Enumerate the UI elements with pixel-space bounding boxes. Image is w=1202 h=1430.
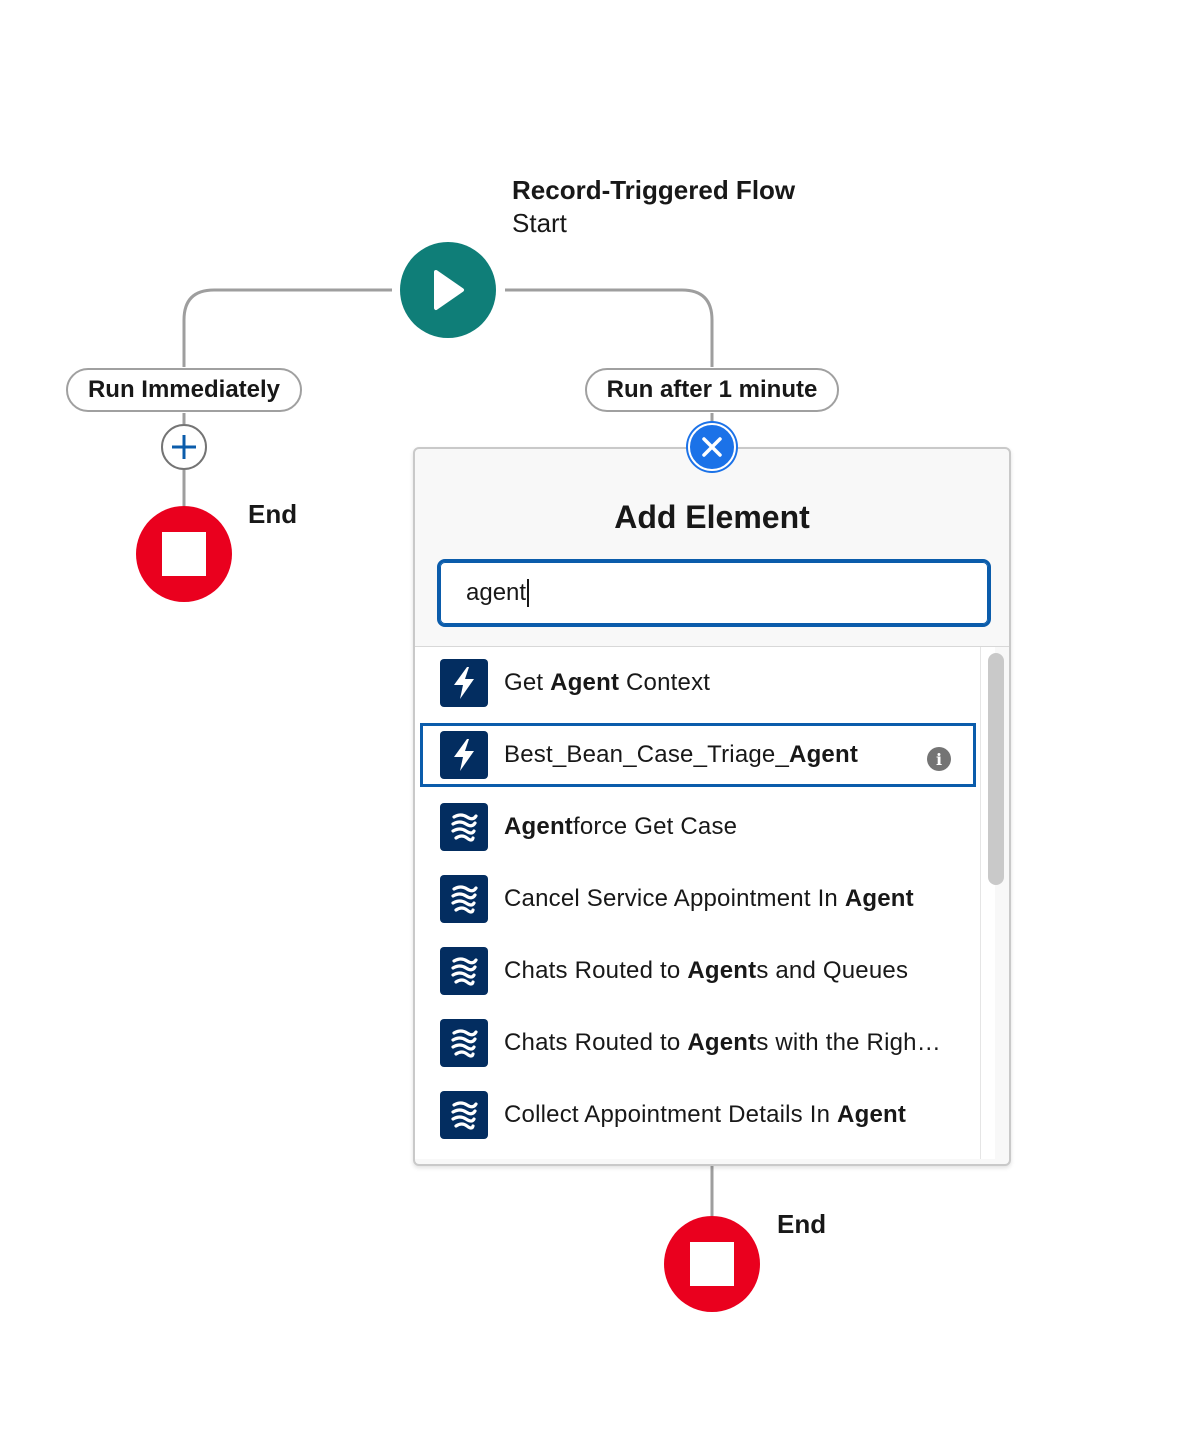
flow-icon [440,875,488,923]
flow-icon [440,947,488,995]
panel-divider [415,646,1009,647]
label-text: Context [619,669,711,696]
scrollbar-thumb[interactable] [988,653,1004,885]
action-bolt-icon [440,659,488,707]
start-node-subtitle: Start [512,208,567,238]
connector-start-right [505,288,714,367]
flow-icon [440,1091,488,1139]
flow-icon [440,803,488,851]
result-item[interactable]: Best_Bean_Case_Triage_Agent i [420,723,976,787]
label-text: Collect Appointment Details In [504,1101,838,1128]
result-item-label: Best_Bean_Case_Triage_Agent [504,741,858,769]
label-match: Agent [837,1101,907,1128]
start-node-title: Record-Triggered Flow [512,175,796,205]
result-item-label: Chats Routed to Agents and Queues [504,957,908,985]
end-label-left: End [248,499,298,529]
action-bolt-icon [440,731,488,779]
result-item[interactable]: Chats Routed to Agents with the Righ… [420,1011,976,1075]
result-item-label: Agentforce Get Case [504,813,737,841]
label-text: s with the Righ… [756,1029,941,1056]
result-item[interactable]: Collect Appointment Details In Agent [420,1083,976,1147]
result-item[interactable]: Agentforce Get Case [420,795,976,859]
close-panel-button[interactable] [688,423,736,471]
label-match: Agent [687,957,757,984]
result-item[interactable]: Chats Routed to Agents and Queues [420,939,976,1003]
label-text: Chats Routed to [504,957,688,984]
label-text: Best_Bean_Case_Triage_ [504,741,790,768]
path-run-after-1-minute[interactable]: Run after 1 minute [585,368,839,412]
result-item[interactable]: Get Agent Context [420,651,976,715]
search-input[interactable]: agent [437,559,991,627]
stop-icon [690,1242,734,1286]
label-match: Agent [504,813,573,840]
stop-icon [162,532,206,576]
end-node-left[interactable] [136,506,232,602]
label-text: Cancel Service Appointment In [504,885,845,912]
result-item-label: Chats Routed to Agents with the Righ… [504,1029,941,1057]
close-icon [702,437,722,457]
result-item-label: Collect Appointment Details In Agent [504,1101,906,1129]
result-item[interactable]: Cancel Service Appointment In Agent [420,867,976,931]
info-icon[interactable]: i [927,747,951,771]
start-node[interactable] [400,242,496,338]
end-node-right[interactable] [664,1216,760,1312]
plus-icon [172,435,196,459]
result-item-label: Cancel Service Appointment In Agent [504,885,914,913]
connector-start-left [182,288,392,367]
play-icon [434,270,464,310]
label-text: s and Queues [756,957,909,984]
search-input-value: agent [466,579,527,606]
flow-icon [440,1019,488,1067]
add-element-button[interactable] [161,424,207,470]
scrollbar-track [980,647,981,1159]
label-match: Agent [550,669,620,696]
path-run-immediately[interactable]: Run Immediately [66,368,302,412]
result-item-label: Get Agent Context [504,669,710,697]
text-cursor [527,579,530,607]
label-text: Get [504,669,551,696]
label-match: Agent [789,741,859,768]
label-text: force Get Case [573,813,738,840]
panel-title: Add Element [614,499,810,535]
label-match: Agent [687,1029,757,1056]
label-text: Chats Routed to [504,1029,688,1056]
end-label-right: End [777,1209,827,1239]
label-match: Agent [844,885,914,912]
